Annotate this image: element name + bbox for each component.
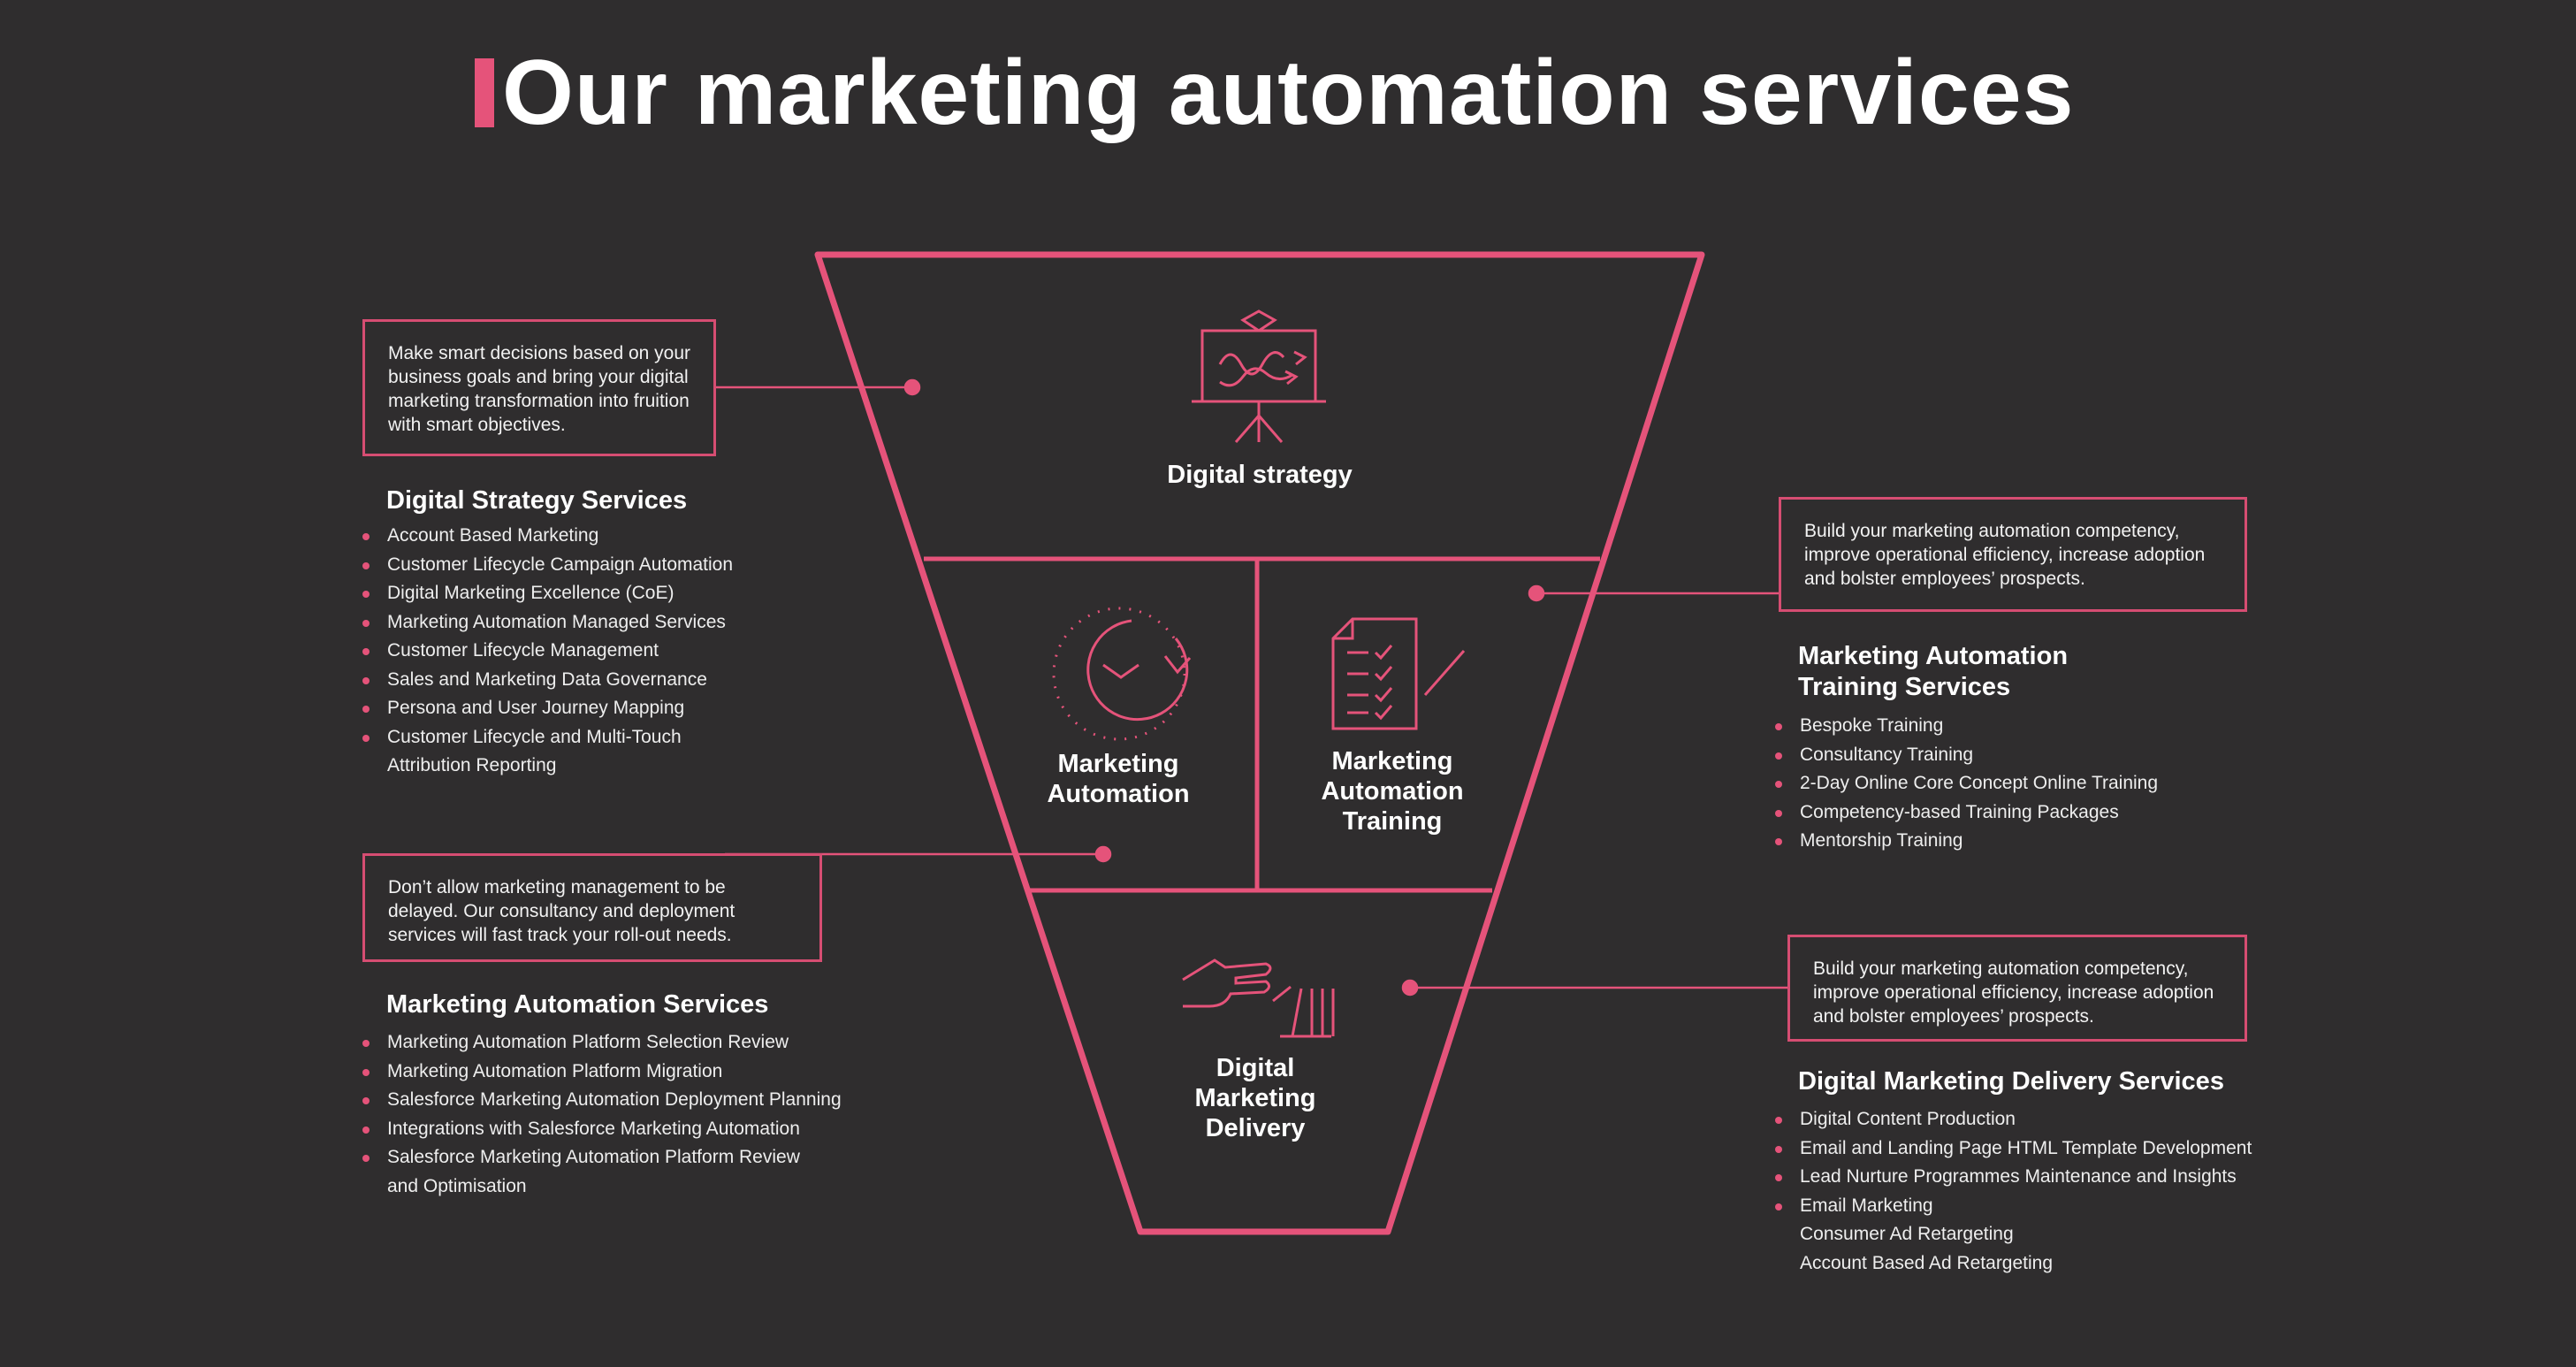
marketing-automation-services-title: Marketing Automation Services	[386, 990, 769, 1019]
list-item: Email Marketing	[1775, 1192, 2252, 1221]
training-services-title-line1: Marketing Automation	[1798, 642, 2069, 670]
list-item: Lead Nurture Programmes Maintenance and …	[1775, 1163, 2252, 1192]
list-item: Digital Content Production	[1775, 1105, 2252, 1134]
digital-strategy-services-list: Account Based Marketing Customer Lifecyc…	[362, 522, 733, 781]
connector-dot-strategy	[903, 378, 921, 396]
callout-delivery: Build your marketing automation competen…	[1787, 935, 2247, 1042]
list-item: Digital Marketing Excellence (CoE)	[362, 579, 733, 608]
training-services-title: Marketing Automation Training Services	[1798, 641, 2068, 703]
pointing-hand-icon	[1182, 958, 1335, 1038]
segment-label-marketing-automation: Marketing Automation	[1047, 750, 1190, 808]
list-item: Customer Lifecycle Management	[362, 637, 733, 666]
list-item: and Optimisation	[387, 1175, 527, 1196]
list-item: Integrations with Salesforce Marketing A…	[362, 1115, 842, 1144]
digital-strategy-services-title: Digital Strategy Services	[386, 486, 688, 515]
callout-marketing-automation: Don’t allow marketing management to be d…	[362, 853, 822, 962]
list-item: Mentorship Training	[1775, 827, 2158, 856]
list-item: Marketing Automation Platform Selection …	[362, 1028, 842, 1058]
list-item: Email and Landing Page HTML Template Dev…	[1775, 1134, 2252, 1164]
list-item: 2-Day Online Core Concept Online Trainin…	[1775, 769, 2158, 798]
segment-label-marketing-automation-training: Marketing Automation Training	[1321, 747, 1464, 836]
list-item: Sales and Marketing Data Governance	[362, 666, 733, 695]
checklist-icon	[1331, 617, 1466, 730]
list-item: Account Based Marketing	[362, 522, 733, 551]
segment-label-digital-marketing-delivery: Digital Marketing Delivery	[1194, 1054, 1316, 1142]
title-accent-bar	[475, 58, 494, 127]
list-item: Marketing Automation Platform Migration	[362, 1058, 842, 1087]
connector-dot-automation	[1094, 845, 1112, 863]
list-item: Marketing Automation Managed Services	[362, 608, 733, 638]
connector-dot-delivery	[1401, 979, 1419, 997]
funnel-outline	[814, 251, 1705, 1235]
list-item: Consumer Ad Retargeting	[1800, 1224, 2014, 1244]
list-item: Salesforce Marketing Automation Platform…	[362, 1143, 842, 1172]
list-item: Competency-based Training Packages	[1775, 798, 2158, 828]
list-item: Salesforce Marketing Automation Deployme…	[362, 1086, 842, 1115]
strategy-board-icon	[1192, 309, 1326, 443]
delivery-services-title: Digital Marketing Delivery Services	[1798, 1067, 2224, 1096]
list-item: Bespoke Training	[1775, 712, 2158, 741]
training-services-list: Bespoke Training Consultancy Training 2-…	[1775, 712, 2158, 856]
list-item: Consultancy Training	[1775, 741, 2158, 770]
clock-cycle-icon	[1052, 607, 1192, 741]
list-item: Persona and User Journey Mapping	[362, 694, 733, 723]
segment-label-digital-strategy: Digital strategy	[1167, 461, 1353, 489]
delivery-services-list: Digital Content Production Email and Lan…	[1775, 1105, 2252, 1278]
list-item: Account Based Ad Retargeting	[1800, 1252, 2054, 1273]
training-services-title-line2: Training Services	[1798, 673, 2011, 701]
callout-digital-strategy: Make smart decisions based on your busin…	[362, 319, 716, 456]
marketing-automation-services-list: Marketing Automation Platform Selection …	[362, 1028, 842, 1201]
list-item: Attribution Reporting	[387, 755, 557, 775]
callout-training: Build your marketing automation competen…	[1779, 497, 2247, 612]
connector-dot-training	[1528, 584, 1545, 602]
list-item: Customer Lifecycle Campaign Automation	[362, 551, 733, 580]
page-title: Our marketing automation services	[502, 42, 2075, 144]
list-item: Customer Lifecycle and Multi-Touch	[362, 723, 733, 752]
